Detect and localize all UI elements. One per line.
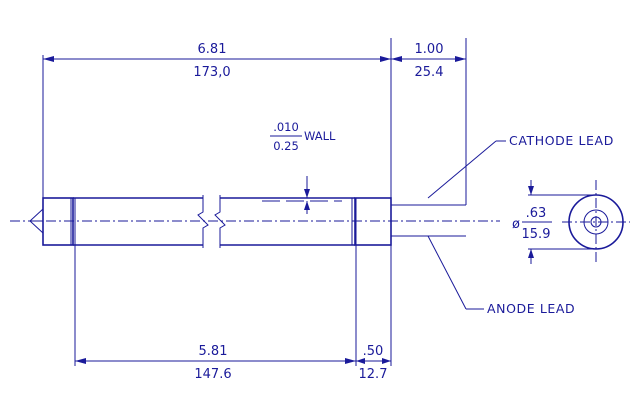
- anode-lead-label: ANODE LEAD: [487, 301, 575, 316]
- wall-arrow-bottom: [304, 201, 310, 210]
- end-view-hole: [590, 216, 602, 228]
- wall-arrow-top: [304, 189, 310, 198]
- overall-length-inch: 6.81: [198, 42, 227, 57]
- diameter-mm: 15.9: [522, 227, 551, 242]
- arrow-overall-right: [380, 56, 391, 62]
- dia-arrow-top: [528, 186, 534, 195]
- break-left: [197, 195, 209, 248]
- dia-arrow-bottom: [528, 249, 534, 258]
- right-end-cap: [354, 197, 392, 246]
- end-length-inch: .50: [363, 344, 384, 359]
- break-right: [214, 195, 226, 248]
- anode-leader: [427, 235, 467, 310]
- arrow-body-right: [345, 358, 356, 364]
- end-view-inner-circle: [583, 209, 609, 235]
- arrow-lead-right: [455, 56, 466, 62]
- wall-label: WALL: [304, 129, 336, 143]
- arrow-lead-left: [391, 56, 402, 62]
- cathode-leader: [427, 140, 497, 199]
- arrow-end-right: [382, 358, 391, 364]
- wall-inch: .010: [273, 120, 299, 134]
- wall-mm: 0.25: [273, 139, 299, 153]
- arrow-body-left: [75, 358, 86, 364]
- end-length-mm: 12.7: [359, 367, 388, 382]
- overall-length-mm: 173,0: [193, 65, 230, 80]
- left-end-cap: [42, 197, 74, 246]
- diameter-symbol: ø: [512, 217, 520, 232]
- lead-length-inch: 1.00: [415, 42, 444, 57]
- diameter-inch: .63: [526, 206, 547, 221]
- cathode-lead-label: CATHODE LEAD: [509, 133, 614, 148]
- lead-length-mm: 25.4: [415, 65, 444, 80]
- body-length-mm: 147.6: [194, 367, 231, 382]
- arrow-overall-left: [43, 56, 54, 62]
- arrow-end-left: [356, 358, 365, 364]
- body-length-inch: 5.81: [199, 344, 228, 359]
